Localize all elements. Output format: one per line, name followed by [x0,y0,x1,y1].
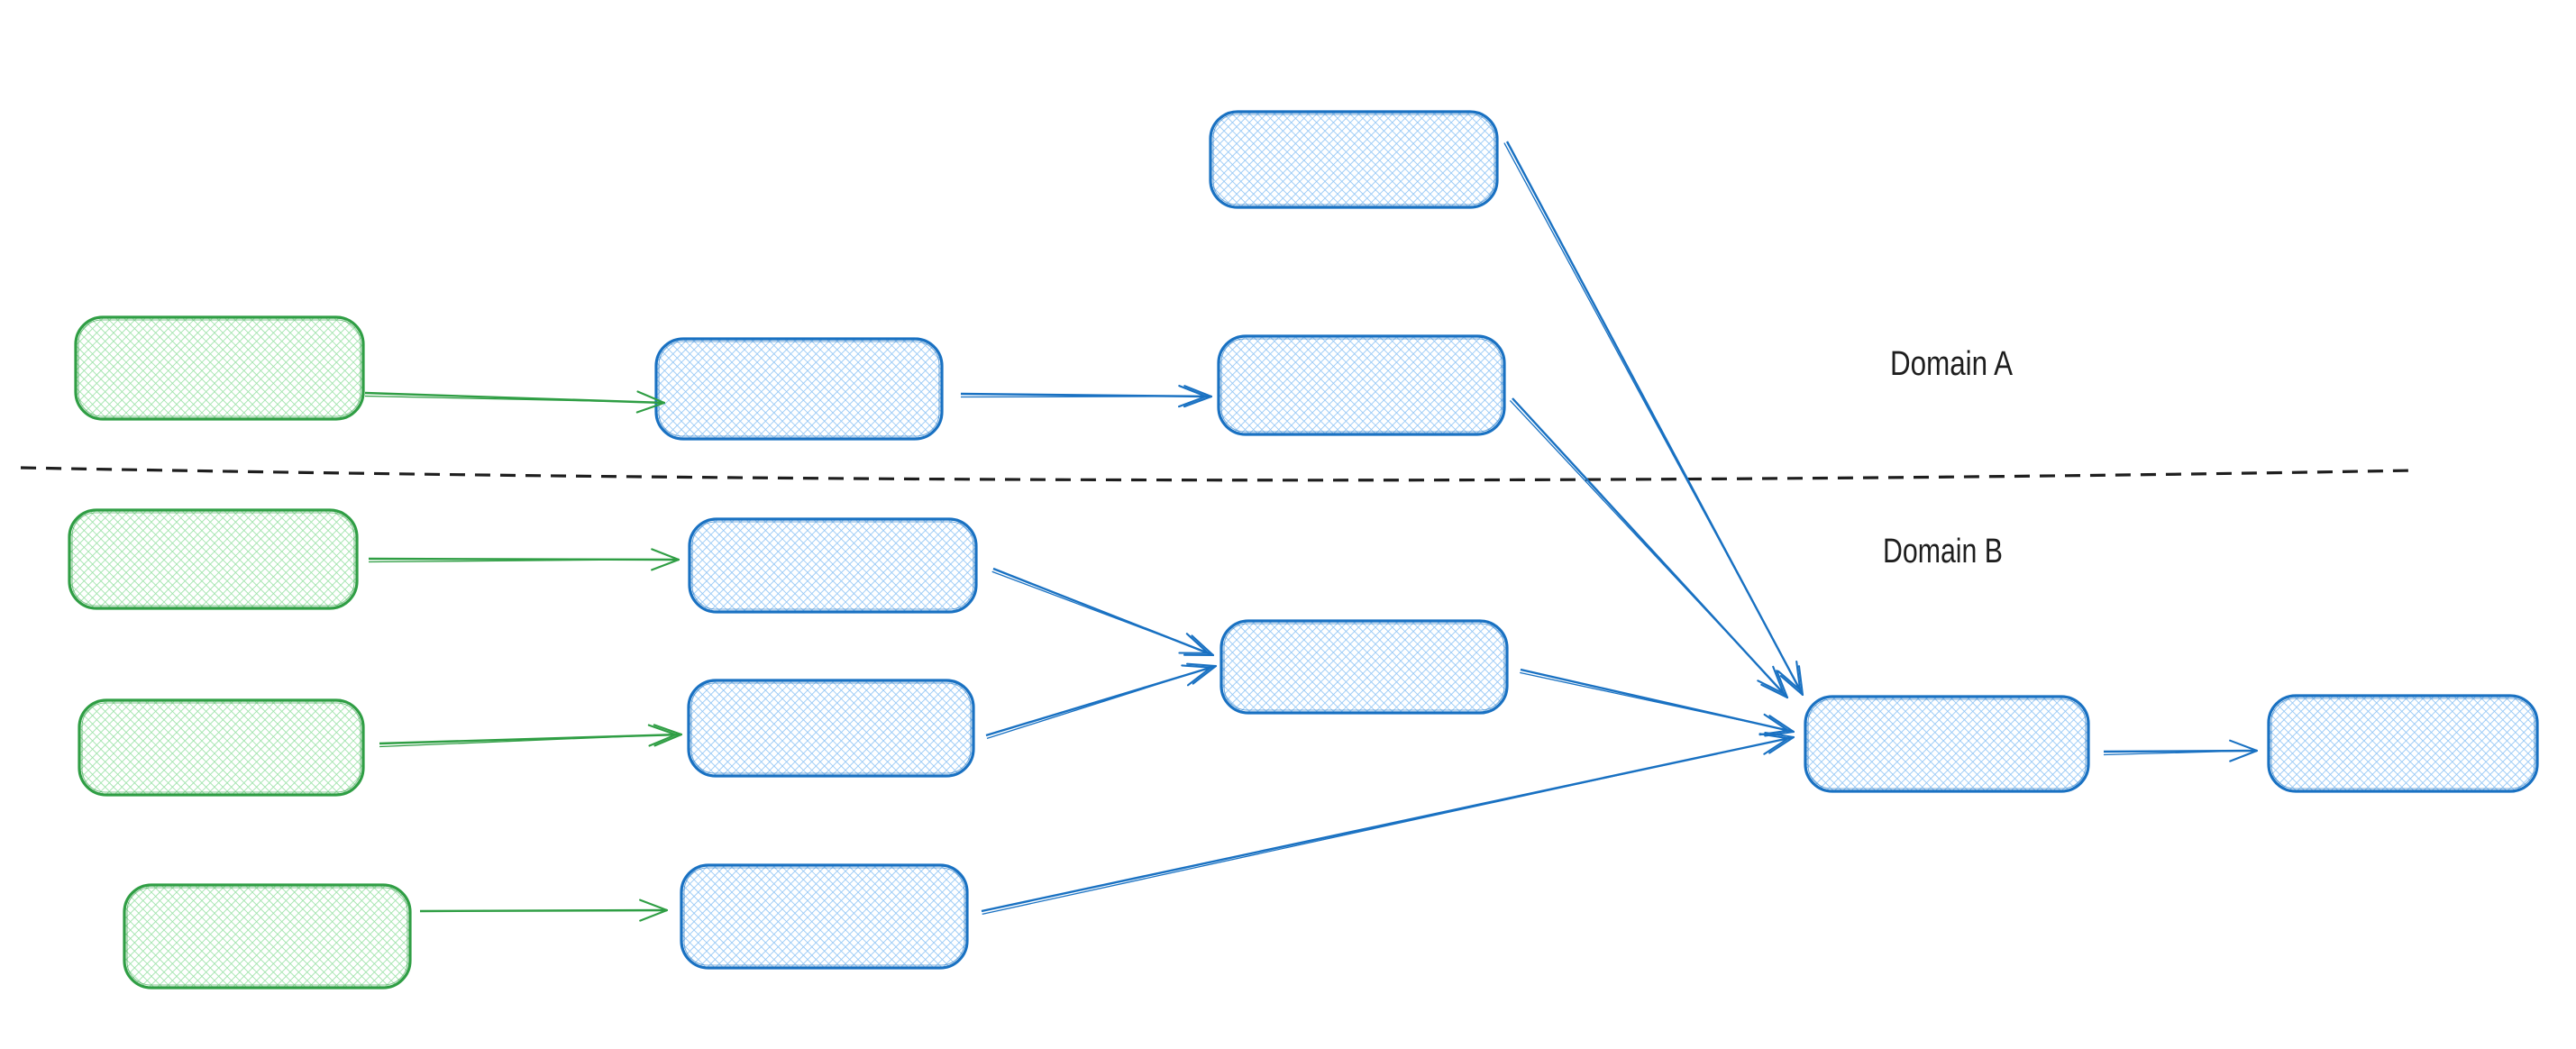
svg-text:Domain A: Domain A [1890,345,2014,383]
svg-text:Domain B: Domain B [1883,533,2003,570]
